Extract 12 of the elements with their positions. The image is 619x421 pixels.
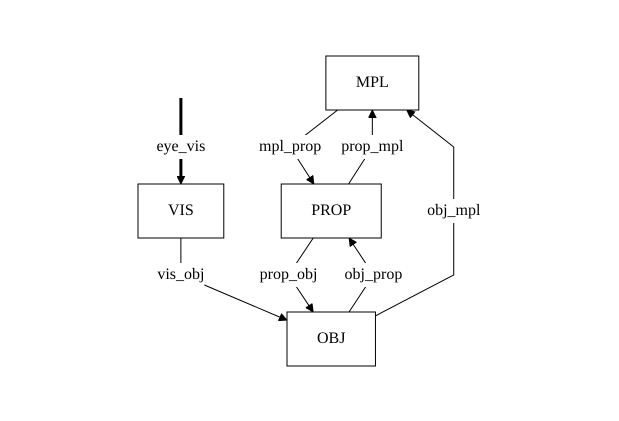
edge-label: obj_prop [344,266,403,282]
edge-label: vis_obj [158,266,205,282]
edge-label: prop_mpl [342,138,404,154]
node-box: PROP [281,183,382,238]
edge-label: prop_obj [260,266,318,282]
edge-label: obj_mpl [427,202,481,218]
node-box: MPL [326,55,420,110]
node-box: VIS [138,183,225,238]
arrow [375,109,455,316]
node-box: OBJ [286,311,376,366]
edge-label: eye_vis [156,138,206,154]
edge-label: mpl_prop [259,138,322,154]
